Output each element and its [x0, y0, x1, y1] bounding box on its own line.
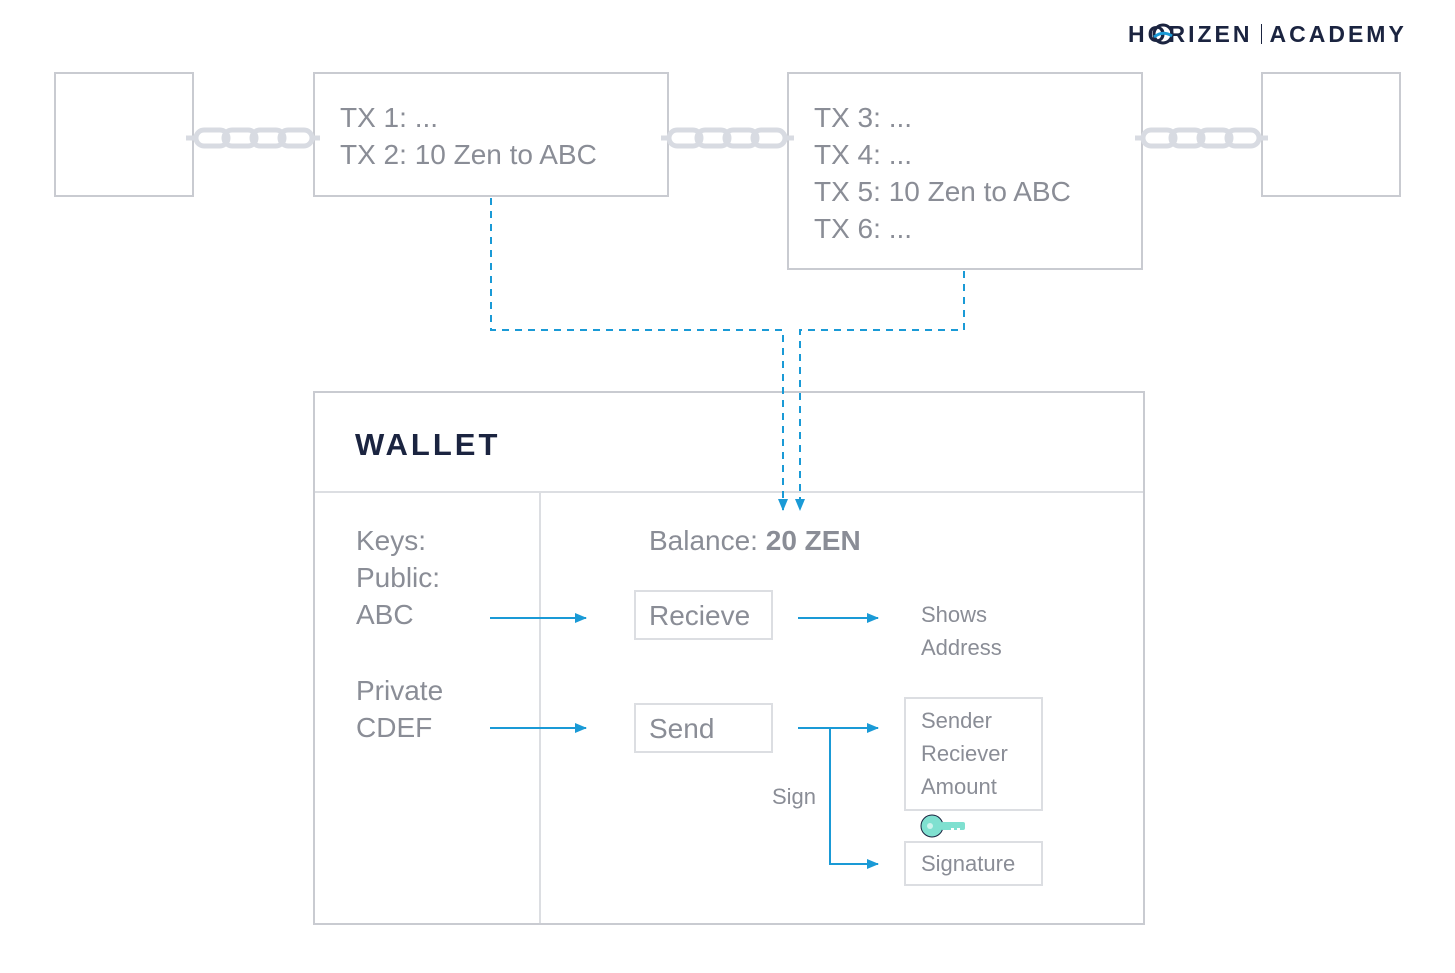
block-2: TX 3: ... TX 4: ... TX 5: 10 Zen to ABC … — [787, 72, 1143, 270]
tx-line: TX 1: ... — [340, 102, 439, 133]
key-icon — [920, 814, 965, 838]
public-keys-block: Keys: Public: ABC — [356, 522, 440, 633]
tx-line: TX 2: 10 Zen to ABC — [340, 139, 597, 170]
logo-text-academy: ACADEMY — [1269, 20, 1407, 47]
block-empty-left — [54, 72, 194, 197]
tx-line: TX 5: 10 Zen to ABC — [814, 176, 1071, 207]
wallet-panel: WALLET — [313, 391, 1145, 925]
send-button-label: Send — [649, 712, 715, 744]
balance: Balance: 20 ZEN — [649, 522, 861, 559]
private-key-value: CDEF — [356, 712, 433, 743]
wallet-column-divider — [539, 493, 541, 923]
private-key-block: Private CDEF — [356, 672, 443, 746]
dashed-connector-block2 — [795, 271, 965, 511]
amount-field: Amount — [921, 774, 997, 799]
sender-field: Sender — [921, 708, 992, 733]
horizen-logo-icon — [1152, 23, 1174, 45]
tx-line: TX 3: ... — [814, 102, 913, 133]
tx-line: TX 6: ... — [814, 213, 913, 244]
public-key-value: ABC — [356, 599, 414, 630]
shows-address-line: Shows — [921, 602, 988, 627]
block-1: TX 1: ... TX 2: 10 Zen to ABC — [313, 72, 669, 197]
sign-label: Sign — [772, 784, 817, 809]
horizen-academy-logo: HORIZEN ACADEMY — [1128, 20, 1407, 48]
shows-address-text: Shows Address — [921, 598, 1002, 664]
block-empty-right — [1261, 72, 1401, 197]
balance-value: 20 ZEN — [765, 525, 861, 556]
public-label: Public: — [356, 562, 441, 593]
chain-link-icon — [186, 127, 320, 149]
tx-line: TX 4: ... — [814, 139, 913, 170]
receive-button-label: Recieve — [649, 599, 751, 631]
shows-address-line: Address — [921, 635, 1002, 660]
receiver-field: Reciever — [921, 741, 1008, 766]
chain-link-icon — [661, 127, 794, 149]
private-label: Private — [356, 675, 444, 706]
signature-label: Signature — [921, 851, 1016, 876]
dashed-connector-block1 — [490, 198, 788, 511]
keys-label: Keys: — [356, 525, 427, 556]
send-button[interactable]: Send — [634, 703, 773, 753]
wallet-title: WALLET — [355, 427, 501, 462]
balance-label: Balance: — [649, 525, 766, 556]
arrow-send-to-signature — [829, 728, 879, 869]
logo-text-horizen: HORIZEN — [1128, 20, 1253, 47]
signature-box: Signature — [904, 841, 1043, 886]
logo-separator — [1260, 24, 1262, 44]
receive-button[interactable]: Recieve — [634, 590, 773, 640]
chain-link-icon — [1135, 127, 1268, 149]
transaction-fields-box: Sender Reciever Amount — [904, 697, 1043, 811]
wallet-header-divider — [315, 491, 1143, 493]
